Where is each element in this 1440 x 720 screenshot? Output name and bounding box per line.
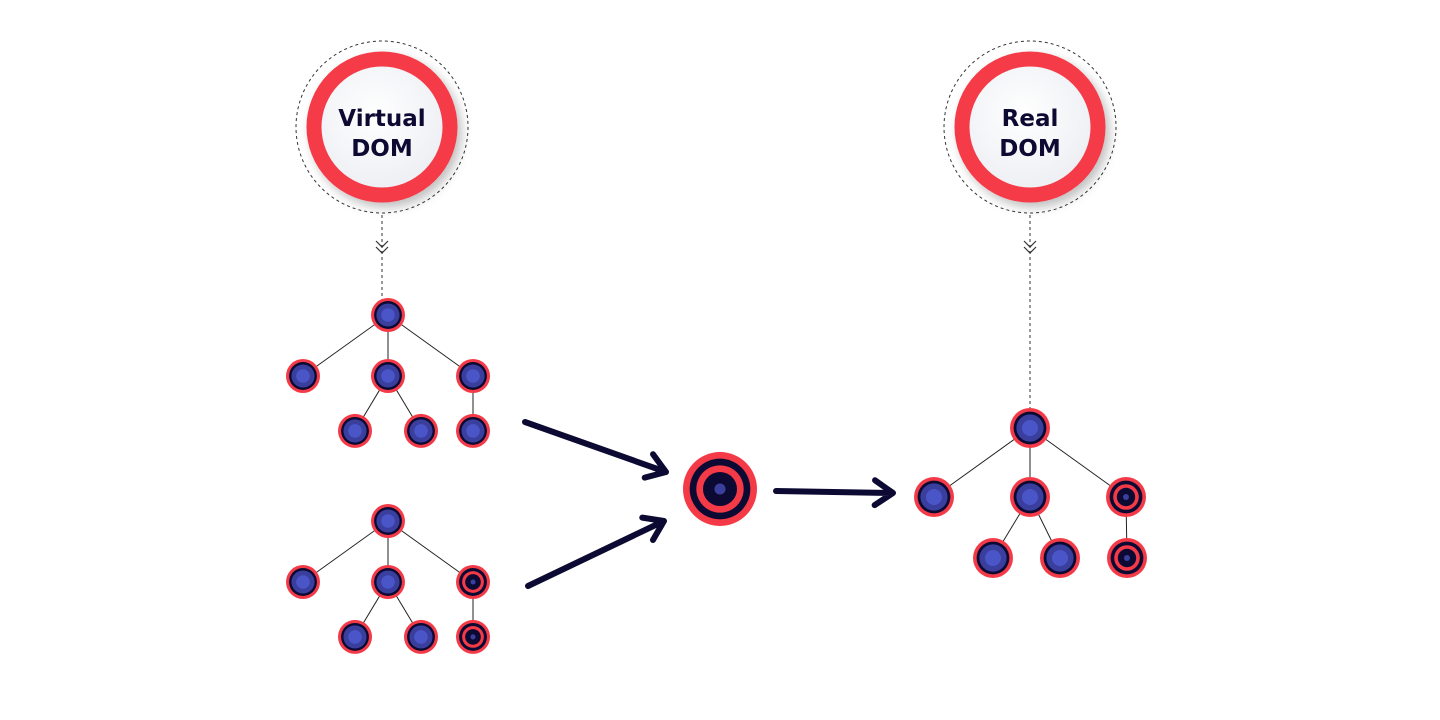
tree-node <box>404 619 438 654</box>
node-dot <box>470 634 476 640</box>
tree-node <box>371 504 405 538</box>
tree-node <box>286 359 320 393</box>
node-highlight <box>381 575 395 589</box>
real-dom-badge: Real DOM <box>943 40 1117 214</box>
tree-node <box>338 619 372 654</box>
tree-node <box>1010 408 1050 448</box>
tree-node <box>1010 477 1050 517</box>
node-highlight <box>466 424 480 438</box>
changed-node <box>456 619 490 654</box>
double-chevron-down-icon <box>375 240 389 254</box>
node-highlight <box>985 550 1001 566</box>
node-dot <box>470 579 476 585</box>
node-highlight <box>381 308 395 322</box>
node-highlight <box>1022 489 1038 505</box>
node-highlight <box>381 514 395 528</box>
changed-node <box>1106 477 1146 517</box>
changed-node <box>683 452 757 526</box>
node-highlight <box>926 489 942 505</box>
virtual-dom-label-line2: DOM <box>351 136 413 162</box>
node-highlight <box>296 369 310 383</box>
tree-node <box>456 413 490 448</box>
tree-node <box>338 413 372 448</box>
node-highlight <box>466 369 480 383</box>
double-chevron-down-icon <box>1023 240 1037 254</box>
tree-edge <box>302 314 389 377</box>
node-highlight <box>414 630 428 644</box>
changed-node <box>456 565 490 599</box>
real-dom-label-line1: Real <box>1002 106 1059 132</box>
node-highlight <box>1022 420 1038 436</box>
tree-node <box>371 359 405 393</box>
node-highlight <box>296 575 310 589</box>
tree-node <box>1040 538 1080 578</box>
node-dot <box>1124 555 1130 561</box>
arrow-icon <box>522 419 669 481</box>
node-highlight <box>348 424 362 438</box>
tree-node <box>914 477 954 517</box>
node-dot <box>1123 494 1129 500</box>
node-highlight <box>414 424 428 438</box>
node-dot <box>714 483 726 495</box>
real-dom-label-line2: DOM <box>999 136 1061 162</box>
tree-node <box>371 298 405 332</box>
tree-node <box>286 565 320 599</box>
tree-node <box>456 359 490 393</box>
node-highlight <box>348 630 362 644</box>
tree-node <box>973 538 1013 578</box>
node-highlight <box>381 369 395 383</box>
arrow-icon <box>773 477 896 509</box>
changed-node <box>1107 538 1147 578</box>
tree-node <box>371 565 405 599</box>
arrow-icon <box>525 514 667 589</box>
virtual-dom-badge: Virtual DOM <box>295 40 469 214</box>
tree-edge <box>302 520 389 583</box>
virtual-dom-label-line1: Virtual <box>338 106 425 132</box>
tree-node <box>404 413 438 448</box>
node-highlight <box>1052 550 1068 566</box>
tree-edge <box>387 314 474 377</box>
tree-edge <box>387 520 474 583</box>
